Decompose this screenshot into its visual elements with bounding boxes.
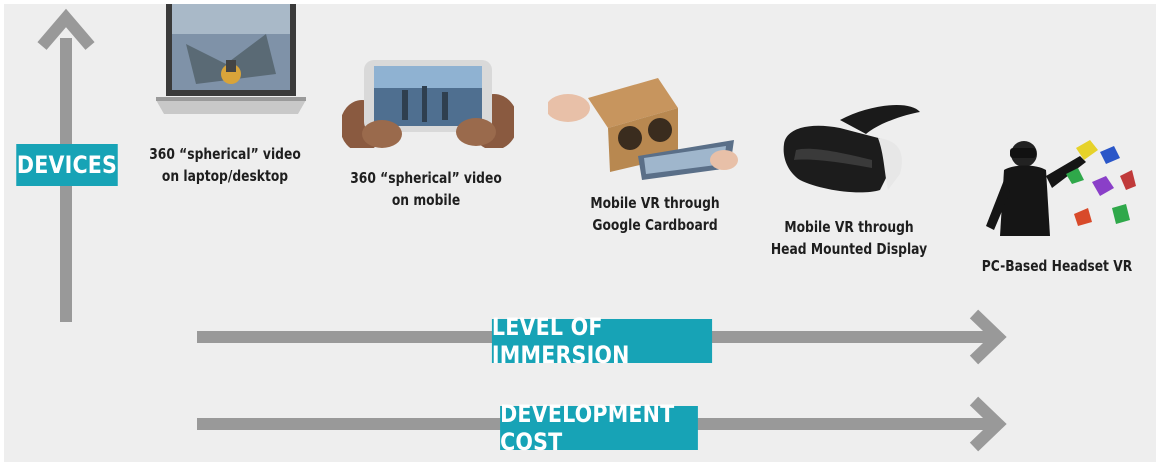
caption-pc-based-headset: PC-Based Headset VR: [981, 257, 1133, 275]
caption-head-mounted-display: Mobile VR through Head Mounted Display: [770, 218, 928, 258]
caption-google-cardboard: Mobile VR through Google Cardboard: [590, 194, 720, 234]
development-cost-label: DEVELOPMENT COST: [500, 400, 698, 456]
caption-laptop-video: 360 “spherical” video on laptop/desktop: [149, 145, 301, 185]
laptop-image: [156, 4, 306, 114]
pc-vr-user-image: [986, 140, 1136, 236]
caption-mobile-video: 360 “spherical” video on mobile: [350, 169, 502, 209]
smartphone-image: [342, 60, 514, 148]
devices-label: DEVICES: [16, 144, 118, 186]
level-of-immersion-label: LEVEL OF IMMERSION: [491, 313, 713, 369]
diagram-canvas: 360 “spherical” video on laptop/desktop …: [4, 4, 1156, 462]
hmd-headset-image: [783, 105, 920, 193]
cardboard-viewer-image: [548, 78, 738, 180]
